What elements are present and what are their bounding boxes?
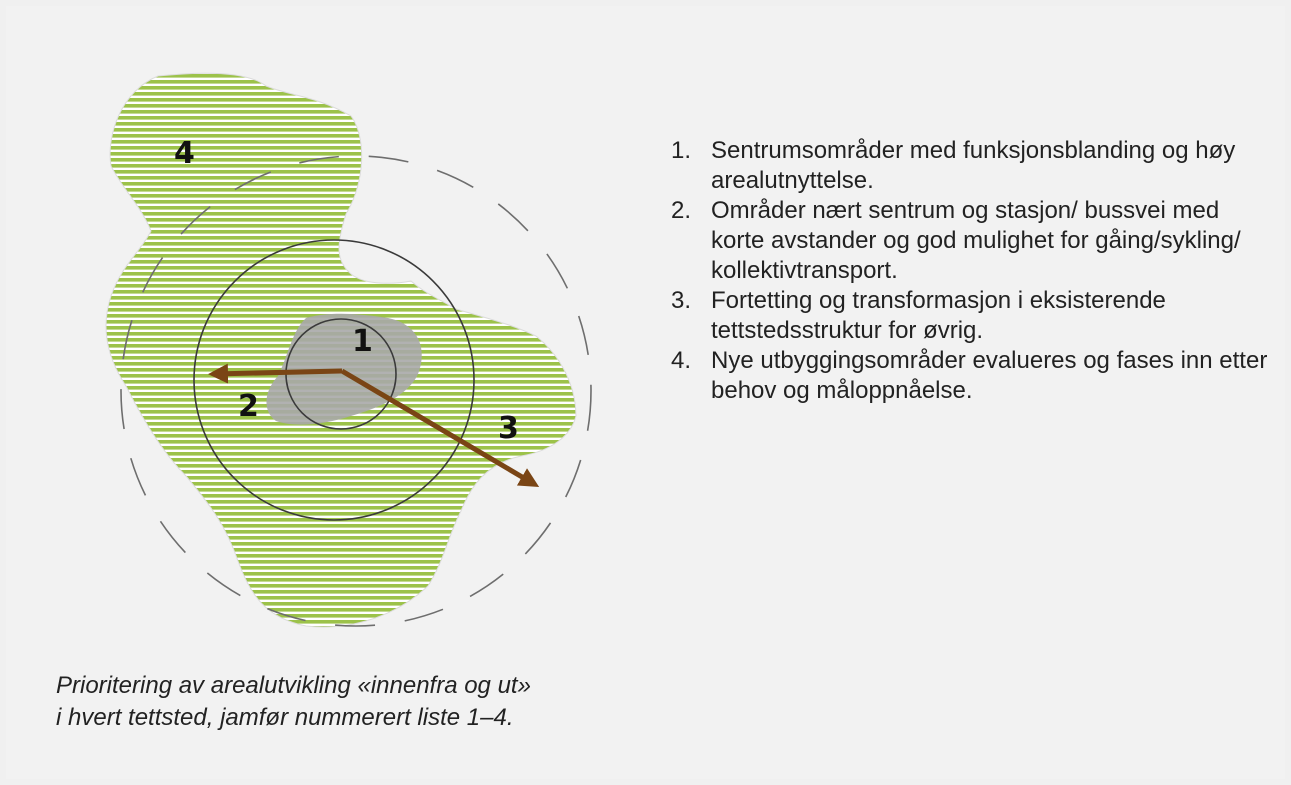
label-zone-2: 2 [238,389,259,424]
list-item-text: Fortetting og transformasjon i eksistere… [711,287,1166,344]
label-zone-4: 4 [174,136,195,171]
list-item-number: 4. [671,347,692,374]
list-item-number: 3. [671,287,692,314]
list-item-number: 1. [671,137,692,164]
caption-line-1: Prioritering av arealutvikling «innenfra… [56,672,531,699]
zone-2-circle [193,239,475,521]
list-item-text: Sentrumsområder med funksjonsblanding og… [711,137,1236,194]
arrow-zone-2 [208,363,343,384]
figure-caption: Prioritering av arealutvikling «innenfra… [56,670,696,734]
list-item: 3. Fortetting og transformasjon i eksist… [671,286,1271,346]
caption-line-2: i hvert tettsted, jamfør nummerert liste… [56,704,514,731]
label-zone-1: 1 [352,324,373,359]
label-zone-3: 3 [498,411,519,446]
zone-4-dashed-ring [120,155,592,627]
priority-list: 1. Sentrumsområder med funksjonsblanding… [671,136,1271,406]
list-item: 4. Nye utbyggingsområder evalueres og fa… [671,346,1271,406]
priority-diagram: 1 2 3 4 [66,56,626,646]
list-item-text: Nye utbyggingsområder evalueres og fases… [711,347,1268,404]
figure-panel: 1 2 3 4 1. Sentrumsområder med funksjons… [6,6,1285,779]
diagram-svg: 1 2 3 4 [105,72,592,628]
arrow-zone-3 [340,368,540,488]
list-item-text: Områder nært sentrum og stasjon/ bussvei… [711,197,1241,284]
list-item-number: 2. [671,197,692,224]
list-item: 2. Områder nært sentrum og stasjon/ buss… [671,196,1271,286]
list-item: 1. Sentrumsområder med funksjonsblanding… [671,136,1271,196]
